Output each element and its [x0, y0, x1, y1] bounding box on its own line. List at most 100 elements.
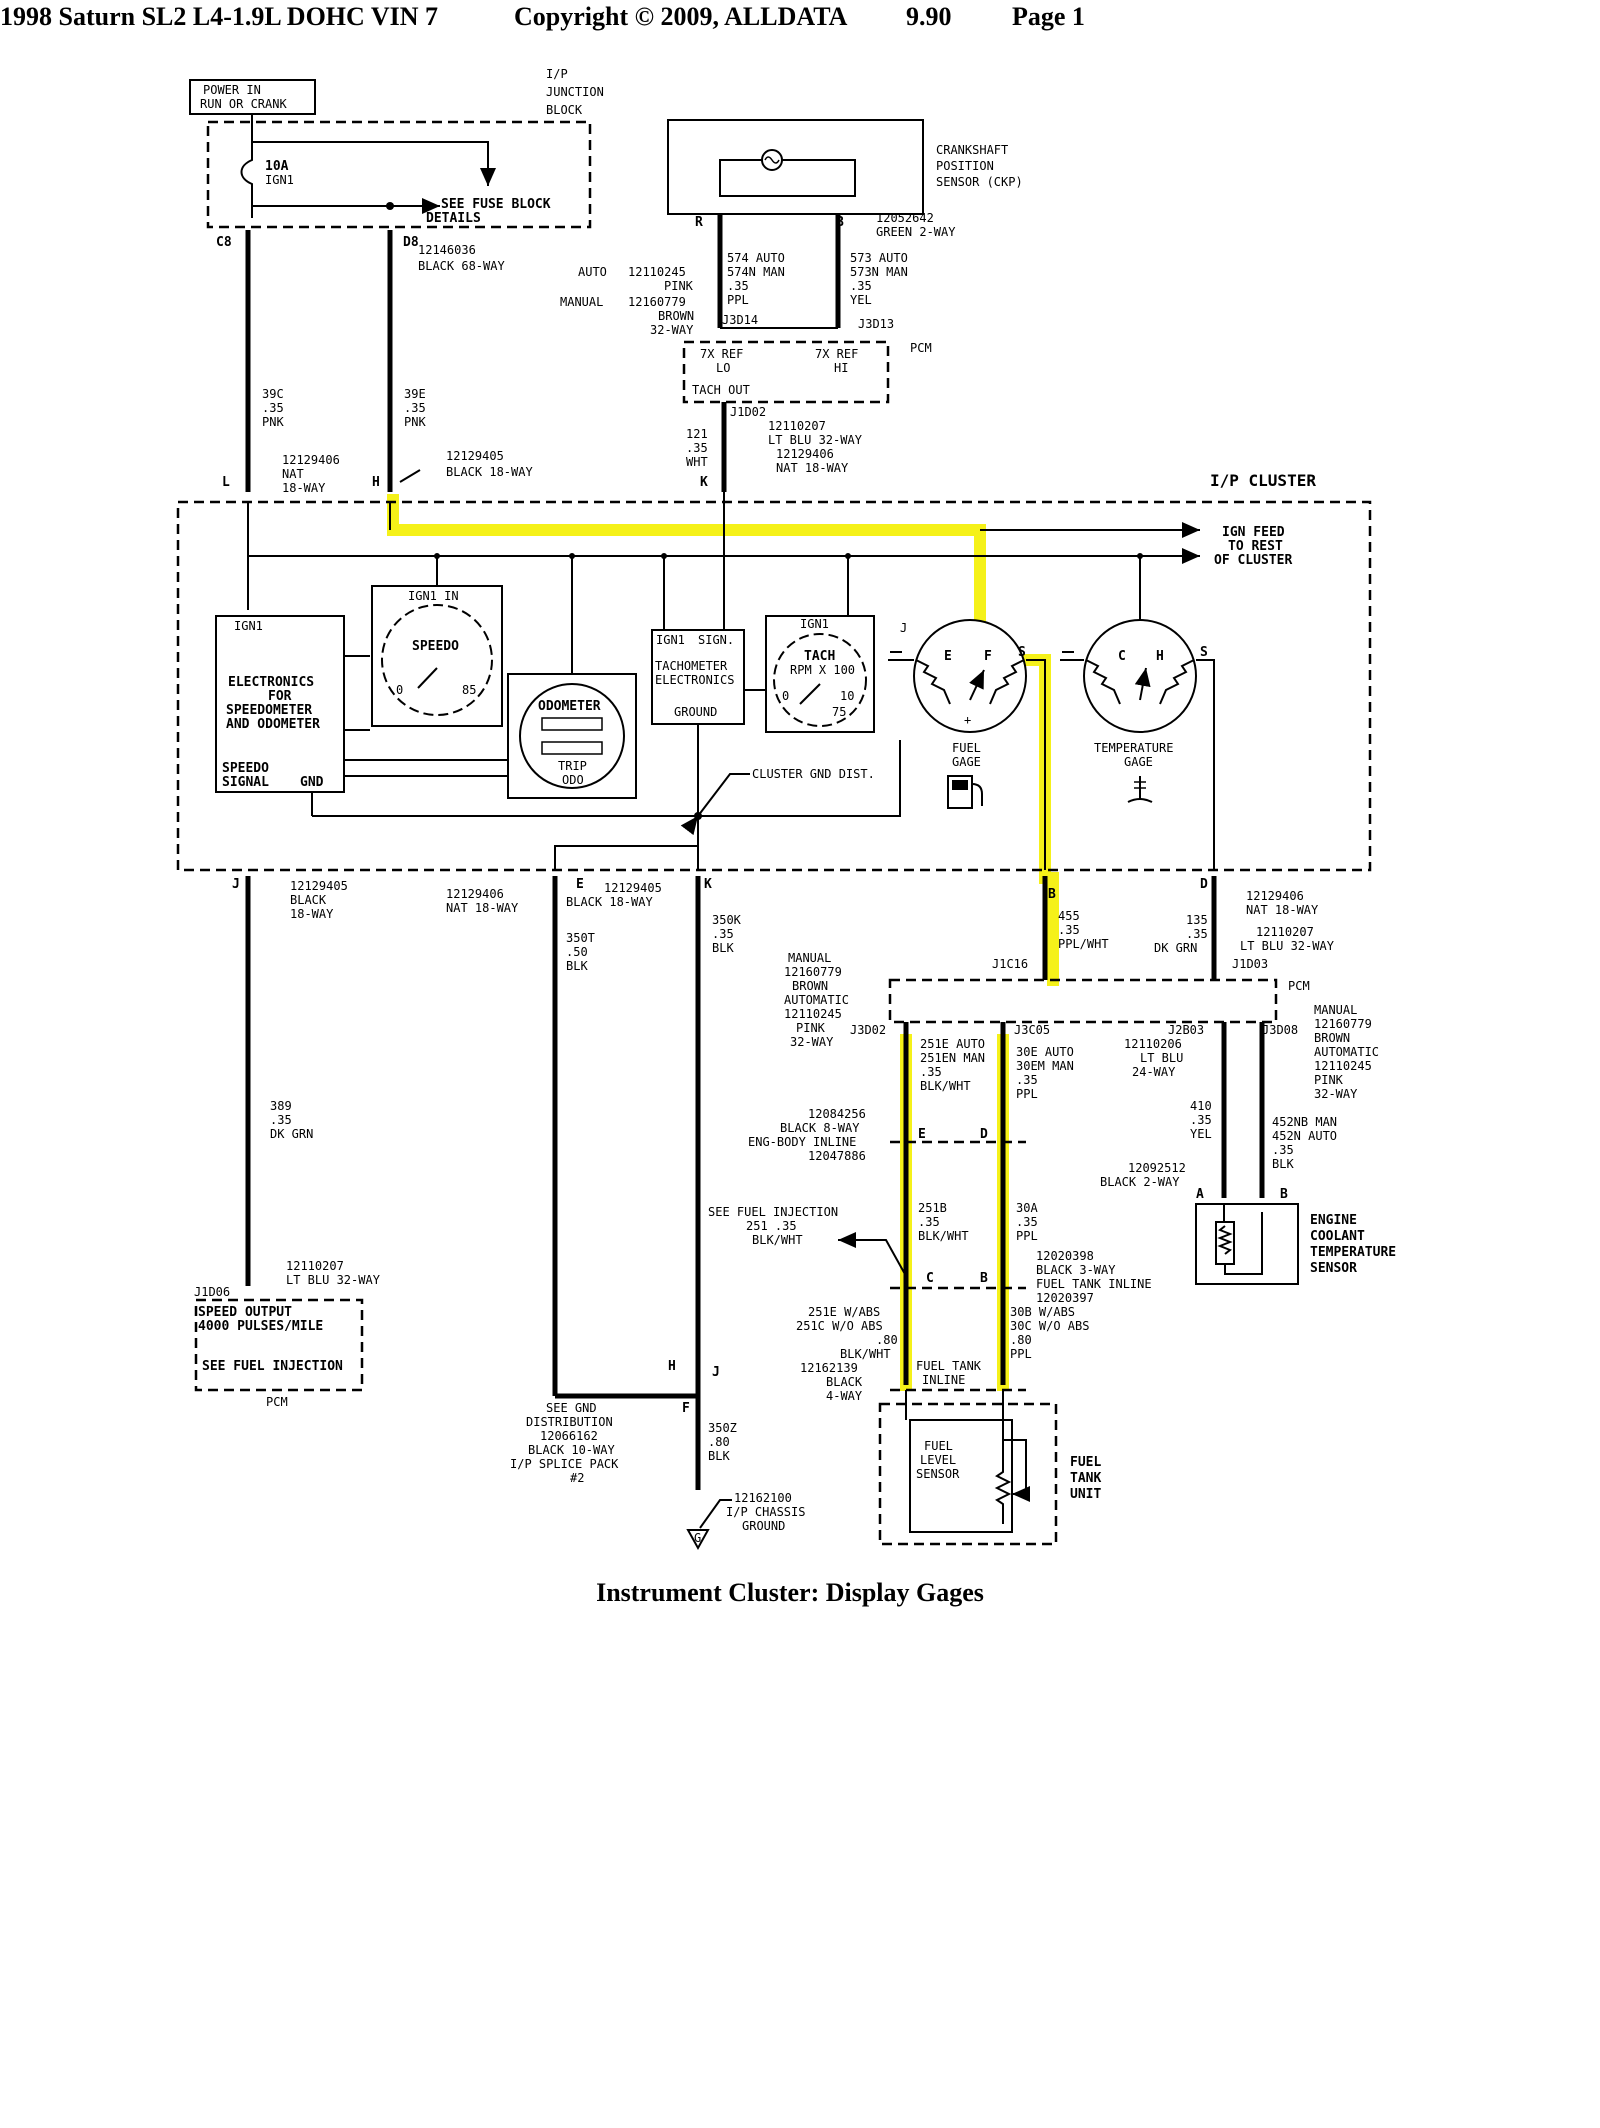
wire-350t-label-2: .50 [566, 945, 588, 959]
pcm-middle-box [888, 978, 1278, 1024]
fuel-tank-unit-label-2: TANK [1070, 1471, 1101, 1486]
gnd-dist-label-6: #2 [570, 1471, 584, 1485]
wire-39c-label-2: .35 [262, 401, 284, 415]
wire-574-label-1: 574 AUTO [727, 251, 785, 265]
wire-452-label-4: BLK [1272, 1157, 1294, 1171]
speedometer-dial [381, 604, 493, 716]
gnd-pin-h: H [668, 1359, 676, 1374]
speedo-zero: 0 [396, 683, 403, 697]
trip-label: TRIP [558, 759, 587, 773]
conn-12146036-label: 12146036 [418, 243, 476, 257]
conn-e-nat-part: 12129406 [446, 887, 504, 901]
wire-389-label-2: .35 [270, 1113, 292, 1127]
conn-k-top-part: 12129406 [776, 447, 834, 461]
speedo-ign1-in-label: IGN1 IN [408, 589, 459, 603]
speedo-signal-label-2: SIGNAL [222, 775, 269, 790]
rpm-label: RPM X 100 [790, 663, 855, 677]
wire-251e-label-4: BLK/WHT [920, 1079, 971, 1093]
chassis-ground-leader [699, 1499, 732, 1529]
wire-121-label-3: WHT [686, 455, 708, 469]
j1d02-color: LT BLU 32-WAY [768, 433, 863, 447]
r-pink: PINK [1314, 1073, 1344, 1087]
wire-573-label-2: 573N MAN [850, 265, 908, 279]
speedo-gnd-label: GND [300, 775, 324, 790]
r-automatic: AUTOMATIC [1314, 1045, 1379, 1059]
pcm-top-label: PCM [910, 341, 932, 355]
ip-junction-block [206, 120, 592, 229]
page-number: Page 1 [1012, 2, 1085, 31]
wire-251e-abs-1: 251E W/ABS [808, 1305, 880, 1319]
fuse-10a-label: 10A [265, 159, 289, 174]
j1c16-label: J1C16 [992, 957, 1028, 971]
conn-j-color: BLACK [290, 893, 327, 907]
fuel-tank-conn-inline: FUEL TANK INLINE [1036, 1277, 1152, 1291]
j2b03-ways: 24-WAY [1132, 1065, 1176, 1079]
eng-body-inline-label: ENG-BODY INLINE [748, 1135, 856, 1149]
wire-30e-label-3: .35 [1016, 1073, 1038, 1087]
odometer-digits [541, 717, 603, 731]
wire-452-label-1: 452NB MAN [1272, 1115, 1337, 1129]
wire-30b-3: .80 [1010, 1333, 1032, 1347]
pcm-bottom-label: PCM [266, 1395, 288, 1409]
tach-elec-label-2: ELECTRONICS [655, 673, 734, 687]
ckp-sensor-box [667, 119, 924, 215]
wire-30e-label-1: 30E AUTO [1016, 1045, 1074, 1059]
conn-h-color-label: BLACK 18-WAY [446, 465, 533, 479]
see-fuel-inj-label-3: BLK/WHT [752, 1233, 803, 1247]
wire-573-label-4: YEL [850, 293, 872, 307]
wire-574-label-4: PPL [727, 293, 749, 307]
j1d02-part: 12110207 [768, 419, 826, 433]
conn-h-part-label: 12129405 [446, 449, 504, 463]
fuel-gage-label-2: GAGE [952, 755, 981, 769]
run-or-crank-label: RUN OR CRANK [200, 97, 287, 111]
wire-350k-label-1: 350K [712, 913, 742, 927]
tach-elec-label-1: TACHOMETER [655, 659, 728, 673]
wire-121-label-1: 121 [686, 427, 708, 441]
gnd-dist-label-4: BLACK 10-WAY [528, 1443, 615, 1457]
wire-121-label-2: .35 [686, 441, 708, 455]
wire-389-label-1: 389 [270, 1099, 292, 1113]
gnd-dist-label-2: DISTRIBUTION [526, 1415, 613, 1429]
fuse-10a-symbol [240, 128, 253, 218]
conn-j-label: J [232, 877, 240, 892]
see-fuel-injection-label: SEE FUEL INJECTION [202, 1359, 343, 1374]
auto-number: 12110245 [628, 265, 686, 279]
version-number: 9.90 [906, 2, 952, 31]
temp-gage-output [1196, 659, 1215, 870]
fuel-level-resistor [994, 1440, 1012, 1524]
tach-elec-ign1: IGN1 [656, 633, 685, 647]
junction-node [386, 202, 394, 210]
wire-455-label-1: 455 [1058, 909, 1080, 923]
fuel-tank-inline-color: BLACK [826, 1375, 863, 1389]
fuel-gage-plus: + [964, 713, 971, 727]
fuel-level-label-3: SENSOR [916, 1467, 960, 1481]
conn-k-label: K [704, 877, 712, 892]
wire-251e-label-2: 251EN MAN [920, 1051, 985, 1065]
wire-574-label-3: .35 [727, 279, 749, 293]
j2b03-part: 12110206 [1124, 1037, 1182, 1051]
eng-body-pin-d: D [980, 1127, 988, 1142]
temp-gage-label-1: TEMPERATURE [1094, 741, 1173, 755]
wire-251e-abs-3: .80 [876, 1333, 898, 1347]
j3d14-label: J3D14 [722, 313, 758, 327]
wire-39c-label-3: PNK [262, 415, 284, 429]
wire-251b-label-2: .35 [918, 1215, 940, 1229]
fuel-tank-inline-ways: 4-WAY [826, 1389, 863, 1403]
conn-d-color: NAT 18-WAY [1246, 903, 1319, 917]
j3c05-label: J3C05 [1014, 1023, 1050, 1037]
j1d03-color: LT BLU 32-WAY [1240, 939, 1335, 953]
j1d06-label: J1D06 [194, 1285, 230, 1299]
temp-gage-needle [1134, 667, 1151, 701]
m-number: 12160779 [784, 965, 842, 979]
j1d02-label: J1D02 [730, 405, 766, 419]
ip-cluster-box [176, 500, 1372, 872]
temp-gage-h: H [1156, 649, 1164, 664]
tach-elec-ground: GROUND [674, 705, 717, 719]
ect-pin-a: A [1196, 1187, 1204, 1202]
ect-sensor-box [1195, 1203, 1299, 1285]
ip-cluster-title: I/P CLUSTER [1210, 471, 1316, 490]
j3d08-label: J3D08 [1262, 1023, 1298, 1037]
black-68way-label: BLACK 68-WAY [418, 259, 505, 273]
wire-135-label-1: 135 [1186, 913, 1208, 927]
conn-j-part: 12129405 [290, 879, 348, 893]
